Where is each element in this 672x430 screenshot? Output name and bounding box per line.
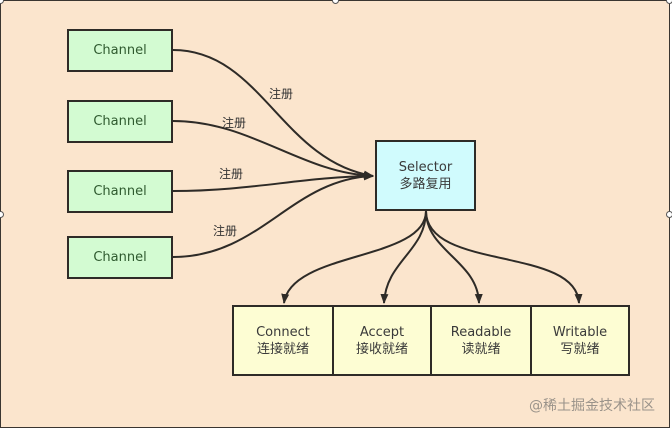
resize-handle-top-left[interactable]	[0, 0, 4, 4]
edge-selector-to-readable	[425, 210, 483, 304]
selector-subtitle: 多路复用	[399, 176, 452, 192]
edge-label-register-4: 注册	[213, 224, 238, 238]
edge-label-register-1: 注册	[269, 87, 294, 101]
channel-label: Channel	[93, 114, 147, 129]
edge-channel-2-to-selector	[172, 120, 374, 180]
edge-selector-to-writable	[425, 210, 583, 304]
selector-title: Selector	[398, 159, 453, 175]
state-subtitle: 连接就绪	[256, 341, 309, 357]
edge-channel-4-to-selector	[172, 172, 374, 258]
channel-node-2[interactable]: Channel	[67, 100, 173, 143]
state-subtitle: 读就绪	[461, 341, 501, 357]
resize-handle-top[interactable]	[332, 0, 339, 4]
selector-node[interactable]: Selector 多路复用	[375, 140, 476, 211]
edge-label-register-2: 注册	[222, 116, 247, 130]
state-title: Writable	[552, 324, 608, 340]
channel-label: Channel	[93, 184, 147, 199]
edge-selector-to-accept	[380, 210, 427, 304]
edge-channel-3-to-selector	[172, 172, 374, 192]
channel-node-4[interactable]: Channel	[67, 236, 173, 279]
state-node-readable[interactable]: Readable 读就绪	[430, 305, 532, 376]
state-node-connect[interactable]: Connect 连接就绪	[232, 305, 334, 376]
edge-label-register-3: 注册	[219, 167, 244, 181]
channel-node-3[interactable]: Channel	[67, 170, 173, 213]
channel-node-1[interactable]: Channel	[67, 29, 173, 72]
state-node-writable[interactable]: Writable 写就绪	[530, 305, 630, 376]
state-title: Connect	[256, 324, 310, 340]
state-title: Accept	[359, 324, 405, 340]
resize-handle-top-right[interactable]	[666, 0, 672, 4]
state-subtitle: 写就绪	[560, 341, 600, 357]
channel-label: Channel	[93, 250, 147, 265]
state-node-accept[interactable]: Accept 接收就绪	[332, 305, 432, 376]
edge-selector-to-connect	[281, 210, 427, 304]
resize-handle-left[interactable]	[0, 211, 4, 218]
channel-label: Channel	[93, 43, 147, 58]
edge-channel-1-to-selector	[172, 49, 374, 179]
state-subtitle: 接收就绪	[355, 341, 408, 357]
resize-handle-right[interactable]	[666, 211, 672, 218]
watermark: @稀土掘金技术社区	[529, 398, 655, 414]
state-title: Readable	[450, 324, 512, 340]
